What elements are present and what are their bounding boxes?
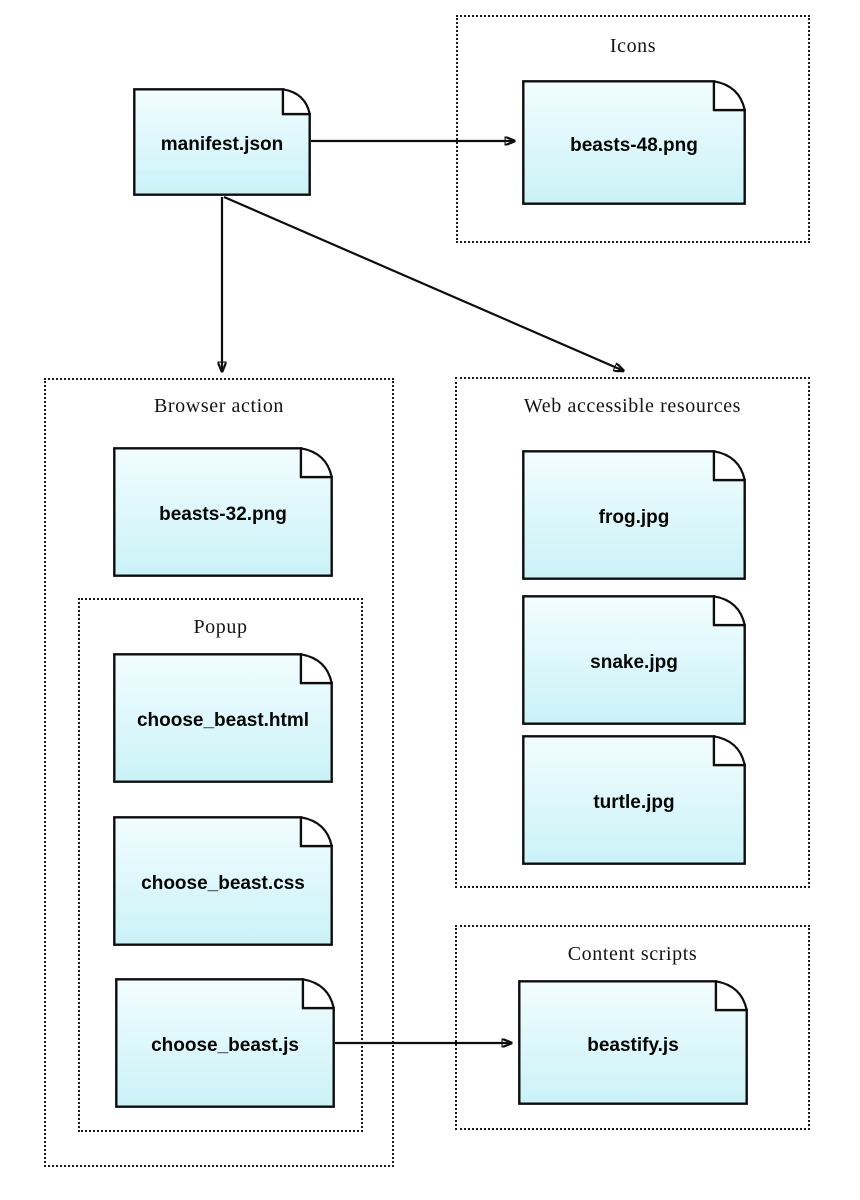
- group-label-content-scripts: Content scripts: [567, 943, 698, 965]
- file-node-manifest-json[interactable]: manifest.json: [133, 88, 311, 196]
- file-node-shape: [518, 980, 748, 1105]
- group-label-web-accessible-resources: Web accessible resources: [523, 395, 742, 417]
- file-node-shape: [522, 595, 746, 725]
- file-body: [113, 816, 333, 946]
- file-node-shape: [113, 447, 333, 577]
- folded-corner-icon: [299, 816, 333, 848]
- file-body: [518, 980, 748, 1105]
- file-node-shape: [115, 978, 335, 1108]
- group-label-icons: Icons: [609, 35, 657, 57]
- file-body: [113, 653, 333, 783]
- folded-corner-icon: [712, 595, 746, 627]
- group-box-browser-action: [44, 378, 394, 1167]
- group-label-popup: Popup: [193, 616, 248, 638]
- file-node-shape: [133, 88, 311, 196]
- file-body: [115, 978, 335, 1108]
- file-node-beasts-32-png[interactable]: beasts-32.png: [113, 447, 333, 577]
- file-node-beastify-js[interactable]: beastify.js: [518, 980, 748, 1105]
- file-node-turtle-jpg[interactable]: turtle.jpg: [522, 735, 746, 865]
- file-node-shape: [113, 816, 333, 946]
- group-label-browser-action: Browser action: [153, 395, 285, 417]
- file-node-choose-beast-js[interactable]: choose_beast.js: [115, 978, 335, 1108]
- file-body: [522, 450, 746, 580]
- group-box-popup: [78, 598, 363, 1132]
- folded-corner-icon: [712, 735, 746, 767]
- file-node-beasts-48-png[interactable]: beasts-48.png: [522, 80, 746, 205]
- file-body: [113, 447, 333, 577]
- file-node-frog-jpg[interactable]: frog.jpg: [522, 450, 746, 580]
- folded-corner-icon: [714, 980, 748, 1012]
- file-node-shape: [522, 735, 746, 865]
- file-node-shape: [113, 653, 333, 783]
- folded-corner-icon: [712, 450, 746, 482]
- file-node-choose-beast-css[interactable]: choose_beast.css: [113, 816, 333, 946]
- group-box-icons: [456, 15, 810, 243]
- folded-corner-icon: [281, 88, 311, 116]
- group-box-web-accessible-resources: [455, 377, 810, 888]
- folded-corner-icon: [299, 447, 333, 479]
- file-node-shape: [522, 450, 746, 580]
- folded-corner-icon: [299, 653, 333, 685]
- file-node-shape: [522, 80, 746, 205]
- file-node-snake-jpg[interactable]: snake.jpg: [522, 595, 746, 725]
- file-body: [522, 595, 746, 725]
- folded-corner-icon: [712, 80, 746, 112]
- file-body: [522, 80, 746, 205]
- file-body: [522, 735, 746, 865]
- folded-corner-icon: [301, 978, 335, 1010]
- file-node-choose-beast-html[interactable]: choose_beast.html: [113, 653, 333, 783]
- group-box-content-scripts: [455, 925, 810, 1130]
